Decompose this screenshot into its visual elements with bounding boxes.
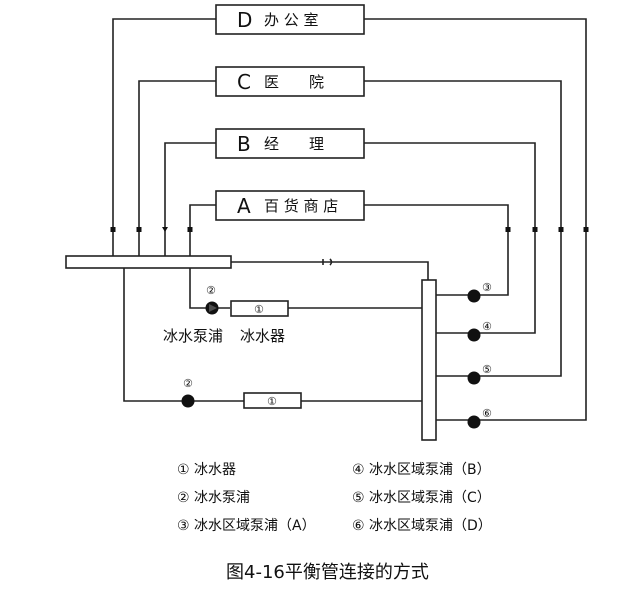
pump-label: 冰水泵浦 (163, 327, 223, 345)
pump-1-symbol: ② (206, 284, 216, 297)
pump-icon (467, 415, 481, 429)
chiller-1-symbol: ① (254, 303, 264, 316)
flow-marker (187, 227, 193, 232)
zone-pump-b: ④ (467, 320, 492, 342)
return-pipe-c (138, 80, 216, 256)
zone-d: D 办 公 室 (215, 4, 365, 35)
zone-letter-a: A (237, 194, 251, 218)
pump-icon (467, 371, 481, 385)
flow-arrows-supply (505, 227, 589, 232)
return-pipe-d (112, 18, 216, 256)
supply-header (421, 279, 437, 441)
zone-pump-c-symbol: ⑤ (482, 363, 492, 376)
zone-pump-a-symbol: ③ (482, 281, 492, 294)
flow-marker (136, 227, 142, 232)
flow-marker (110, 227, 116, 232)
balance-pipe-fitting (322, 258, 333, 266)
zone-pump-c: ⑤ (467, 363, 492, 385)
zone-letter-c: C (237, 70, 251, 94)
legend: ① 冰水器 ② 冰水泵浦 ③ 冰水区域泵浦（A） ④ 冰水区域泵浦（B） ⑤ 冰… (177, 462, 492, 534)
primary-pump-1 (205, 301, 219, 315)
pump-icon (467, 289, 481, 303)
legend-item: ④ 冰水区域泵浦（B） (352, 462, 491, 478)
flow-marker (505, 227, 511, 232)
zone-pump-d: ⑥ (467, 407, 492, 429)
zone-a: A 百 货 商 店 (215, 190, 365, 221)
legend-item: ⑤ 冰水区域泵浦（C） (352, 490, 491, 506)
zone-name-a: 百 货 商 店 (264, 197, 338, 215)
flow-marker (583, 227, 589, 232)
legend-item: ① 冰水器 (177, 462, 236, 478)
zone-c: C 医 院 (215, 66, 365, 97)
flow-arrows-return (110, 227, 193, 232)
balance-pipe (231, 261, 429, 282)
primary-pump-2 (181, 394, 195, 408)
figure-caption: 图4-16平衡管连接的方式 (226, 562, 429, 583)
supply-pipe-d (364, 18, 587, 421)
zone-pump-a: ③ (467, 281, 492, 303)
supply-pipe-c (364, 80, 562, 377)
pump-icon (181, 394, 195, 408)
pump-icon (467, 328, 481, 342)
supply-pipe-b (364, 142, 536, 334)
chiller-label: 冰水器 (240, 327, 285, 345)
return-pipe-a (189, 204, 216, 256)
legend-item: ③ 冰水区域泵浦（A） (177, 518, 316, 534)
zone-name-c: 医 院 (264, 73, 324, 91)
zone-name-b: 经 理 (264, 135, 324, 153)
return-pipe-b (164, 142, 216, 256)
zone-box-b (215, 128, 365, 159)
legend-item: ② 冰水泵浦 (177, 490, 250, 506)
zone-b: B 经 理 (215, 128, 365, 159)
zone-letter-d: D (237, 8, 252, 32)
return-header (65, 255, 232, 269)
zone-pump-d-symbol: ⑥ (482, 407, 492, 420)
zone-name-d: 办 公 室 (264, 11, 319, 29)
flow-marker (558, 227, 564, 232)
legend-item: ⑥ 冰水区域泵浦（D） (352, 518, 492, 534)
chiller-2-symbol: ① (267, 395, 277, 408)
pump-2-symbol: ② (183, 377, 193, 390)
zone-box-c (215, 66, 365, 97)
supply-pipe-a (364, 204, 509, 296)
flow-marker (162, 227, 168, 232)
flow-marker (532, 227, 538, 232)
zone-letter-b: B (237, 132, 251, 156)
primary-return-2 (123, 268, 244, 402)
zone-pump-b-symbol: ④ (482, 320, 492, 333)
pump-icon (205, 301, 219, 315)
